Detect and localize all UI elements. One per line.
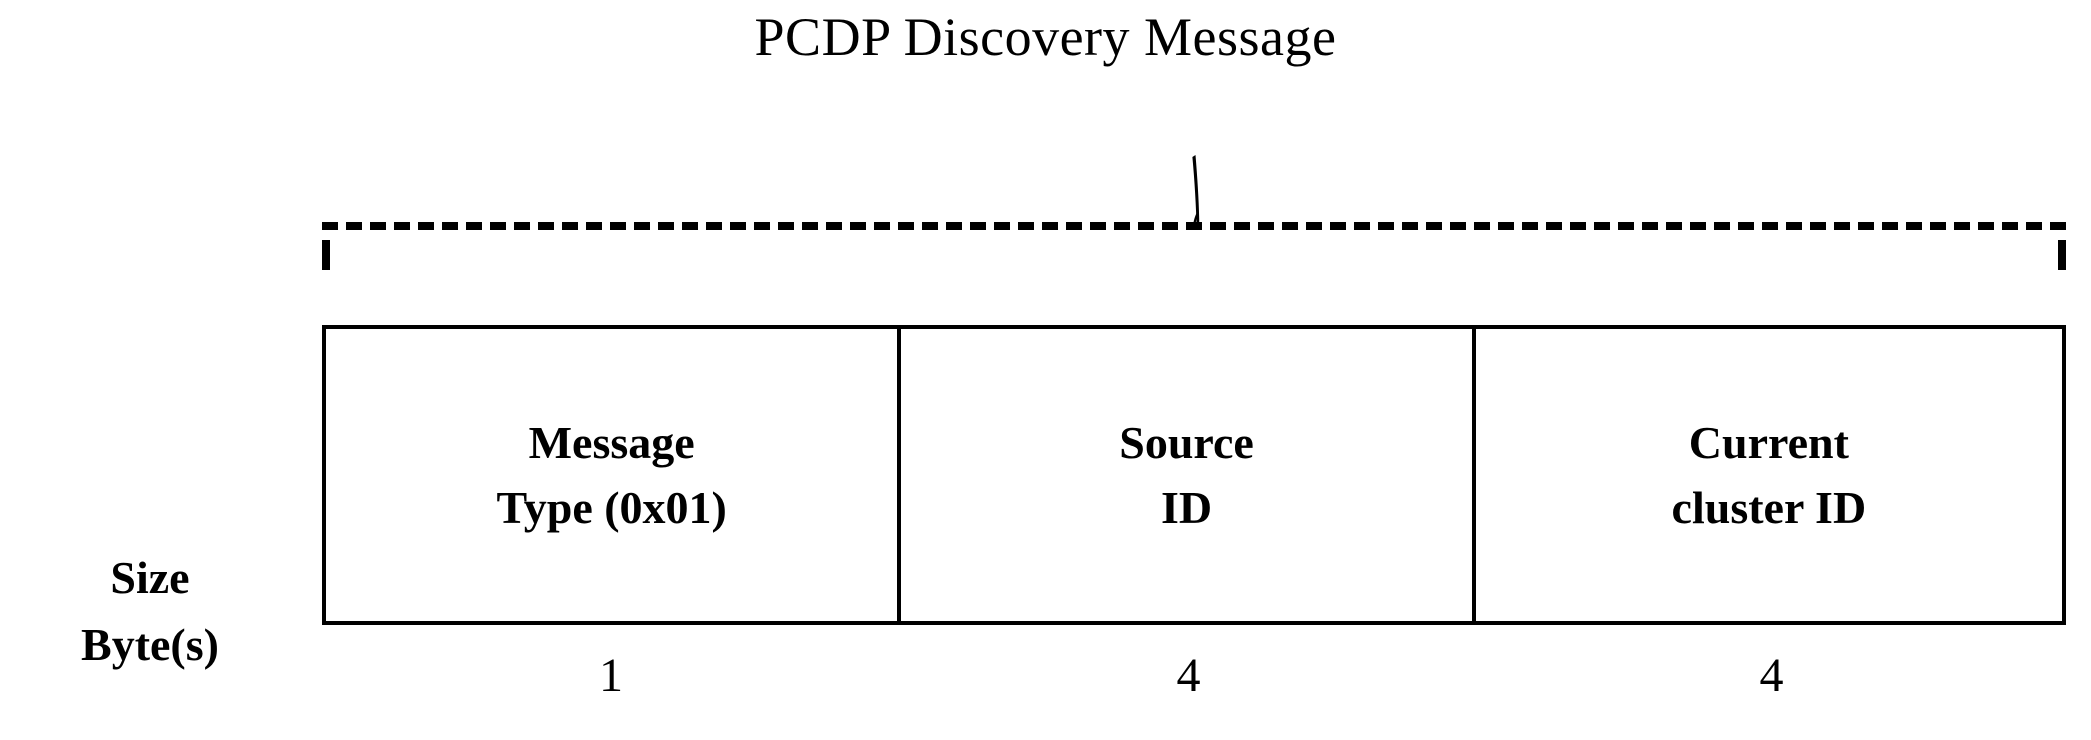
field-label-line-1: Source [1119, 416, 1254, 468]
field-label-line-2: Type (0x01) [496, 482, 727, 533]
packet-fields-table: Message Type (0x01) Source ID Current cl… [322, 325, 2066, 625]
size-value-source-id: 4 [1176, 648, 1201, 702]
packet-field-source-id: Source ID [901, 329, 1476, 621]
dashed-span-brace [322, 222, 2066, 270]
caret-up-pointer-icon [1188, 155, 1204, 229]
size-value-current-cluster-id: 4 [1759, 648, 1784, 702]
brace-right-hook [2058, 240, 2066, 270]
packet-field-message-type: Message Type (0x01) [326, 329, 902, 621]
size-label-line-1: Size [110, 552, 190, 603]
packet-field-current-cluster-id: Current cluster ID [1476, 329, 2062, 621]
size-label-line-2: Byte(s) [81, 618, 219, 670]
field-label-line-1: Message [528, 416, 695, 468]
field-label-line-2: cluster ID [1671, 482, 1867, 533]
field-label-line-1: Current [1688, 416, 1849, 468]
size-values-row: 1 4 4 [322, 640, 2066, 710]
size-value-message-type: 1 [599, 648, 623, 702]
diagram-title: PCDP Discovery Message [754, 7, 1337, 67]
field-label-line-2: ID [1160, 482, 1213, 533]
brace-top-rule [322, 222, 2066, 230]
size-row-label: Size Byte(s) [0, 545, 300, 678]
brace-left-hook [322, 240, 330, 270]
